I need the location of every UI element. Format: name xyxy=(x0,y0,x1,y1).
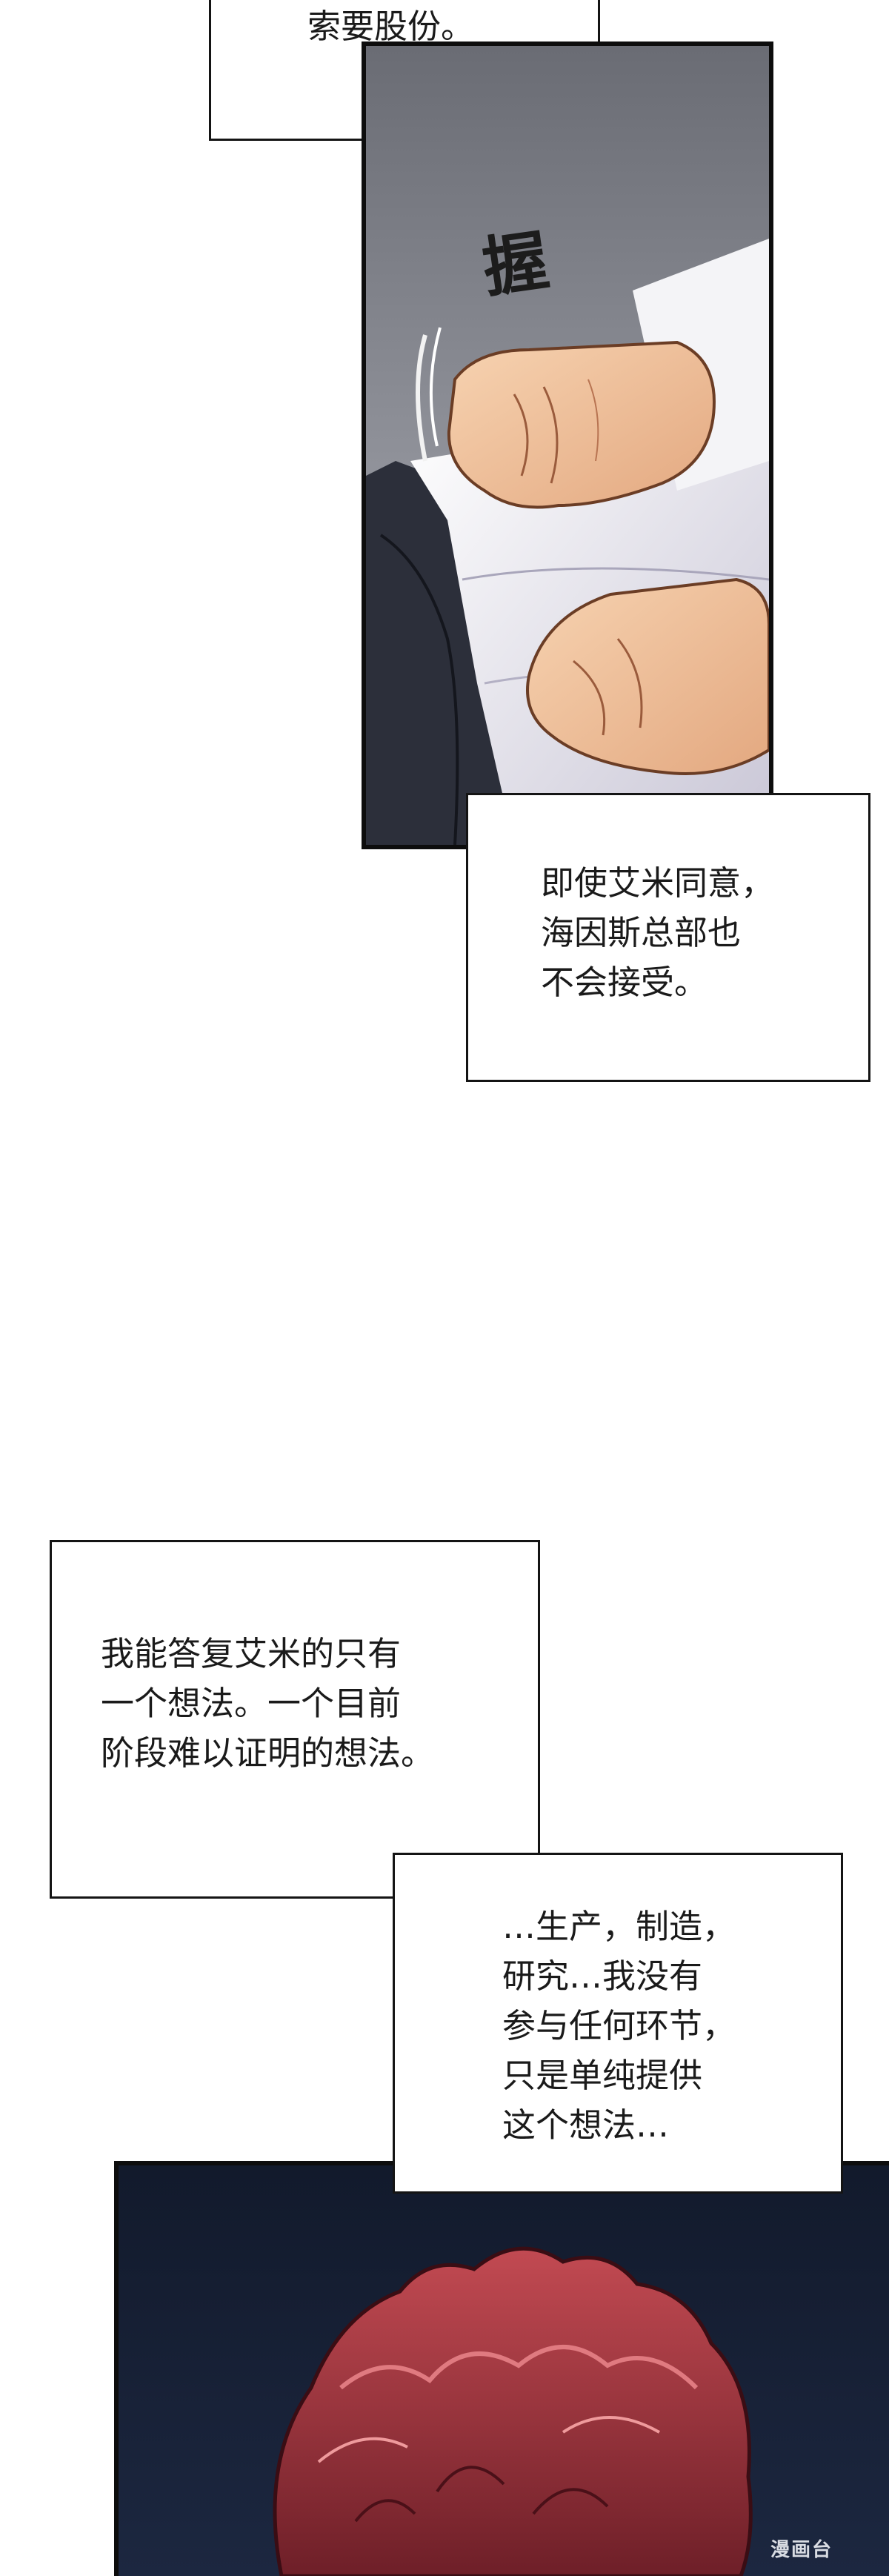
caption-text-middle: 即使艾米同意， 海因斯总部也 不会接受。 xyxy=(541,858,774,1007)
comic-panel-fist xyxy=(362,42,773,849)
fist-illustration xyxy=(366,46,769,845)
caption-text-top: 索要股份。 xyxy=(307,7,475,46)
sound-effect-grip: 握 xyxy=(478,221,553,307)
caption-line: 只是单纯提供 xyxy=(502,2056,703,2095)
caption-line: 研究…我没有 xyxy=(502,1956,703,1996)
caption-box-left xyxy=(50,1540,540,1899)
caption-line: …生产，制造， xyxy=(502,1907,736,1946)
caption-line: 我能答复艾米的只有 xyxy=(101,1634,402,1673)
caption-text-left: 我能答复艾米的只有 一个想法。一个目前 阶段难以证明的想法。 xyxy=(101,1629,434,1778)
caption-line: 阶段难以证明的想法。 xyxy=(101,1733,435,1773)
caption-line: 海因斯总部也 xyxy=(541,913,742,952)
caption-line: 这个想法… xyxy=(502,2105,670,2145)
caption-box-middle xyxy=(466,793,870,1082)
caption-line: 一个想法。一个目前 xyxy=(101,1684,402,1723)
watermark-logo: 漫画台 xyxy=(770,2539,833,2561)
caption-text-right: …生产，制造， 研究…我没有 参与任何环节， 只是单纯提供 这个想法… xyxy=(502,1902,736,2150)
caption-line: 参与任何环节， xyxy=(502,2006,736,2045)
caption-line: 即使艾米同意， xyxy=(541,863,775,903)
caption-box-right xyxy=(393,1853,843,2194)
comic-panel-redhead xyxy=(114,2161,889,2576)
caption-line: 不会接受。 xyxy=(541,963,708,1002)
redhead-illustration xyxy=(119,2165,889,2576)
